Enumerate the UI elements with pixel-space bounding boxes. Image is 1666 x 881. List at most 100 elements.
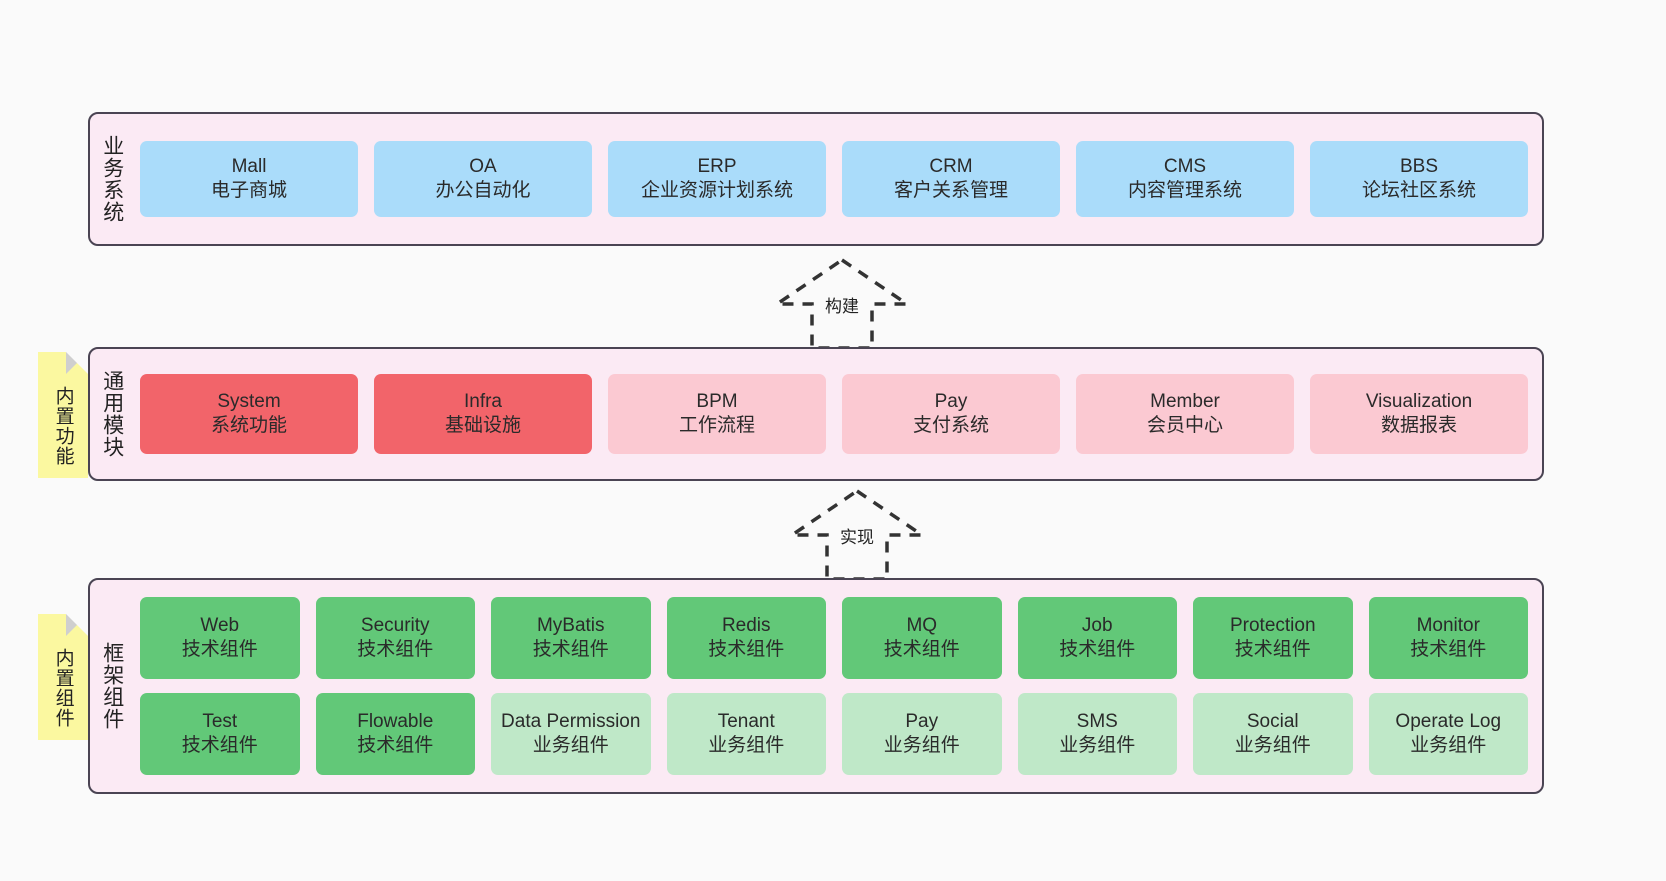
node-label-cn: 技术组件 — [708, 639, 785, 660]
node-label-en: MQ — [906, 615, 938, 637]
layer-body-framework-components: Web 技术组件 Security 技术组件 MyBatis 技术组件 Redi… — [134, 580, 1542, 792]
node-label-en: Social — [1246, 711, 1299, 733]
node-label-cn: 系统功能 — [210, 415, 287, 436]
node-monitor[interactable]: Monitor 技术组件 — [1368, 597, 1528, 679]
node-mall[interactable]: Mall 电子商城 — [140, 141, 358, 217]
layer-row: Test 技术组件 Flowable 技术组件 Data Permission … — [140, 693, 1528, 775]
node-label-cn: 技术组件 — [357, 735, 434, 756]
node-label-cn: 技术组件 — [181, 639, 258, 660]
node-label-cn: 基础设施 — [444, 415, 521, 436]
layer-title-common-modules: 通用模块 — [100, 370, 124, 458]
node-label-cn: 业务组件 — [708, 735, 785, 756]
node-label-cn: 会员中心 — [1146, 415, 1223, 436]
layer-title-business-system: 业务系统 — [100, 135, 124, 223]
node-tenant[interactable]: Tenant 业务组件 — [666, 693, 826, 775]
node-label-cn: 客户关系管理 — [893, 180, 1008, 201]
node-label-en: Job — [1081, 615, 1113, 637]
layer-body-common-modules: System 系统功能 Infra 基础设施 BPM 工作流程 Pay 支付系统… — [134, 349, 1542, 479]
layer-row: Web 技术组件 Security 技术组件 MyBatis 技术组件 Redi… — [140, 597, 1528, 679]
node-label-cn: 业务组件 — [883, 735, 960, 756]
node-oa[interactable]: OA 办公自动化 — [374, 141, 592, 217]
node-label-en: Pay — [934, 391, 968, 413]
node-label-cn: 支付系统 — [912, 415, 989, 436]
node-label-en: Monitor — [1416, 615, 1480, 637]
node-label-en: Tenant — [717, 711, 775, 733]
node-bpm[interactable]: BPM 工作流程 — [608, 374, 826, 454]
node-label-cn: 企业资源计划系统 — [640, 180, 793, 201]
arrow-label-build: 构建 — [823, 292, 861, 317]
node-mq[interactable]: MQ 技术组件 — [842, 597, 1002, 679]
node-protection[interactable]: Protection 技术组件 — [1193, 597, 1353, 679]
node-mybatis[interactable]: MyBatis 技术组件 — [491, 597, 651, 679]
node-label-en: Protection — [1229, 615, 1316, 637]
node-member[interactable]: Member 会员中心 — [1076, 374, 1294, 454]
node-label-cn: 技术组件 — [883, 639, 960, 660]
node-label-en: CRM — [929, 156, 973, 178]
node-label-en: Pay — [905, 711, 939, 733]
node-label-en: BBS — [1399, 156, 1439, 178]
node-label-cn: 办公自动化 — [435, 180, 531, 201]
node-label-cn: 技术组件 — [1234, 639, 1311, 660]
node-label-en: SMS — [1076, 711, 1118, 733]
arrow-label-realize: 实现 — [838, 523, 876, 548]
generalization-arrow-build: 构建 — [757, 256, 927, 352]
node-pay[interactable]: Pay 支付系统 — [842, 374, 1060, 454]
node-infra[interactable]: Infra 基础设施 — [374, 374, 592, 454]
node-label-cn: 业务组件 — [1059, 735, 1136, 756]
node-label-cn: 技术组件 — [1059, 639, 1136, 660]
node-label-en: Member — [1150, 391, 1220, 413]
node-label-en: Infra — [463, 391, 503, 413]
note-label: 内置功能 — [52, 386, 74, 466]
node-label-cn: 业务组件 — [1410, 735, 1487, 756]
node-web[interactable]: Web 技术组件 — [140, 597, 300, 679]
node-label-cn: 工作流程 — [678, 415, 755, 436]
note-label: 内置组件 — [52, 648, 74, 728]
node-label-cn: 技术组件 — [532, 639, 609, 660]
node-erp[interactable]: ERP 企业资源计划系统 — [608, 141, 826, 217]
node-label-en: Test — [202, 711, 238, 733]
node-label-cn: 电子商城 — [210, 180, 287, 201]
node-label-cn: 业务组件 — [1234, 735, 1311, 756]
node-system[interactable]: System 系统功能 — [140, 374, 358, 454]
node-pay-component[interactable]: Pay 业务组件 — [842, 693, 1002, 775]
node-social[interactable]: Social 业务组件 — [1193, 693, 1353, 775]
node-label-en: Redis — [721, 615, 771, 637]
generalization-arrow-realize: 实现 — [772, 487, 942, 583]
node-operate-log[interactable]: Operate Log 业务组件 — [1368, 693, 1528, 775]
node-label-cn: 技术组件 — [357, 639, 434, 660]
layer-row: Mall 电子商城 OA 办公自动化 ERP 企业资源计划系统 CRM 客户关系… — [140, 141, 1528, 217]
node-crm[interactable]: CRM 客户关系管理 — [842, 141, 1060, 217]
note-builtin-function: 内置功能 — [38, 352, 88, 478]
node-sms[interactable]: SMS 业务组件 — [1017, 693, 1177, 775]
layer-framework-components: 框架组件 Web 技术组件 Security 技术组件 MyBatis 技术组件… — [88, 578, 1544, 794]
node-label-en: Operate Log — [1395, 711, 1502, 733]
node-label-en: CMS — [1163, 156, 1207, 178]
layer-row: System 系统功能 Infra 基础设施 BPM 工作流程 Pay 支付系统… — [140, 374, 1528, 454]
node-label-cn: 技术组件 — [181, 735, 258, 756]
note-builtin-component: 内置组件 — [38, 614, 88, 740]
node-label-en: Mall — [231, 156, 267, 178]
node-data-permission[interactable]: Data Permission 业务组件 — [491, 693, 651, 775]
node-visualization[interactable]: Visualization 数据报表 — [1310, 374, 1528, 454]
node-redis[interactable]: Redis 技术组件 — [666, 597, 826, 679]
node-job[interactable]: Job 技术组件 — [1017, 597, 1177, 679]
node-label-en: System — [217, 391, 281, 413]
node-label-en: BPM — [696, 391, 738, 413]
node-flowable[interactable]: Flowable 技术组件 — [315, 693, 475, 775]
node-test[interactable]: Test 技术组件 — [140, 693, 300, 775]
node-label-en: Visualization — [1365, 391, 1473, 413]
layer-business-system: 业务系统 Mall 电子商城 OA 办公自动化 ERP 企业资源计划系统 CRM… — [88, 112, 1544, 246]
layer-body-business-system: Mall 电子商城 OA 办公自动化 ERP 企业资源计划系统 CRM 客户关系… — [134, 114, 1542, 244]
node-security[interactable]: Security 技术组件 — [315, 597, 475, 679]
node-cms[interactable]: CMS 内容管理系统 — [1076, 141, 1294, 217]
node-label-en: ERP — [697, 156, 737, 178]
node-bbs[interactable]: BBS 论坛社区系统 — [1310, 141, 1528, 217]
node-label-en: Flowable — [357, 711, 434, 733]
node-label-cn: 数据报表 — [1380, 415, 1457, 436]
node-label-en: Security — [360, 615, 430, 637]
node-label-cn: 论坛社区系统 — [1361, 180, 1476, 201]
node-label-cn: 业务组件 — [532, 735, 609, 756]
node-label-en: Web — [200, 615, 240, 637]
layer-common-modules: 通用模块 System 系统功能 Infra 基础设施 BPM 工作流程 Pay… — [88, 347, 1544, 481]
node-label-cn: 技术组件 — [1410, 639, 1487, 660]
